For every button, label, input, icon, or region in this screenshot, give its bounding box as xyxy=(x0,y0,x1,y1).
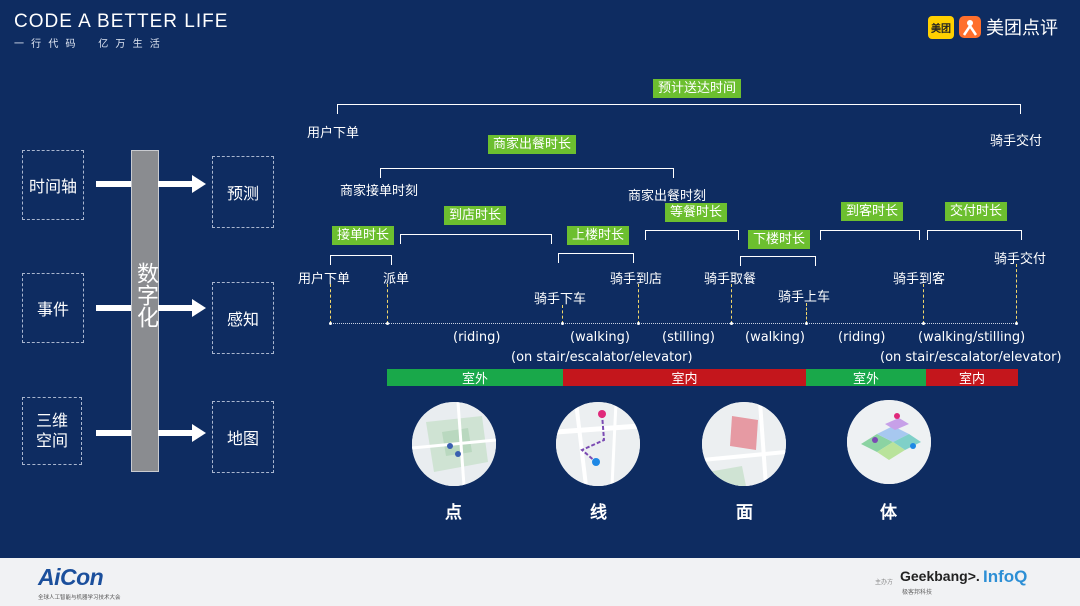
span-wait-meal: 等餐时长 xyxy=(665,203,728,222)
mode-walking-stilling: (walking/stilling) xyxy=(918,330,1026,345)
arrow-out-map xyxy=(158,424,206,442)
span-handover: 交付时长 xyxy=(945,202,1008,221)
output-box-perceive: 感知 xyxy=(212,282,274,354)
arrow-out-predict xyxy=(158,175,206,193)
map-label-volume: 体 xyxy=(880,503,897,523)
geekbang-sub: 极客邦科技 xyxy=(902,589,933,596)
bar-outdoor-2: 室外 xyxy=(806,369,926,387)
output-box-predict: 预测 xyxy=(212,156,274,228)
brace-wait-meal xyxy=(645,230,739,240)
axis-dot xyxy=(561,322,564,325)
brand-badge: 美团 xyxy=(928,15,954,39)
bar-indoor-2: 室内 xyxy=(926,369,1018,387)
event-rider-alight: 骑手下车 xyxy=(534,292,587,307)
axis-dot xyxy=(922,322,925,325)
map-point-icon xyxy=(412,402,496,486)
axis-dot xyxy=(329,322,332,325)
brace-to-customer xyxy=(820,230,920,240)
axis-dot xyxy=(1015,322,1018,325)
input-box-event: 事件 xyxy=(22,273,84,343)
brace-upstairs xyxy=(558,253,634,263)
bar-indoor-1: 室内 xyxy=(563,369,806,387)
axis-dot xyxy=(805,322,808,325)
mode-walking-1: (walking) xyxy=(570,330,630,345)
brand-logo: 美团 美团点评 xyxy=(928,14,1058,40)
tick-arrive-customer xyxy=(923,284,924,324)
event-user-order: 用户下单 xyxy=(298,272,351,287)
span-to-customer: 到客时长 xyxy=(841,202,904,221)
arrow-out-perceive xyxy=(158,299,206,317)
map-line-icon xyxy=(556,402,640,486)
arrow-in-3d xyxy=(96,424,146,442)
axis-dot xyxy=(730,322,733,325)
brace-handover xyxy=(927,230,1022,240)
tick-deliver xyxy=(1016,264,1017,324)
output-box-map: 地图 xyxy=(212,401,274,473)
geekbang-logo: Geekbang>. xyxy=(900,568,980,584)
sponsor-prefix: 主办方 xyxy=(875,579,894,586)
label-merchant-accept: 商家接单时刻 xyxy=(340,184,419,199)
event-dispatch: 派单 xyxy=(383,272,410,287)
tick-arrive-store xyxy=(638,284,639,324)
brace-merchant-prep xyxy=(380,168,674,178)
span-downstairs: 下楼时长 xyxy=(748,230,811,249)
timeline-axis xyxy=(330,323,1018,324)
label-rider-deliver-top: 骑手交付 xyxy=(990,134,1043,149)
span-merchant-prep: 商家出餐时长 xyxy=(488,135,577,154)
arrow-in-event xyxy=(96,299,146,317)
tick-dispatch xyxy=(387,284,388,324)
span-estimated-delivery: 预计送达时间 xyxy=(653,79,742,98)
axis-dot xyxy=(637,322,640,325)
brace-downstairs xyxy=(740,256,816,266)
axis-dot xyxy=(386,322,389,325)
map-volume-icon xyxy=(847,400,931,484)
brand-mascot-icon xyxy=(959,16,981,38)
tick-user-order xyxy=(330,284,331,324)
input-box-timeline: 时间轴 xyxy=(22,150,84,220)
label-merchant-ready: 商家出餐时刻 xyxy=(628,189,707,204)
map-label-area: 面 xyxy=(736,503,753,523)
tick-pickup xyxy=(731,284,732,324)
aicon-logo: AiCon xyxy=(38,564,104,590)
event-rider-deliver: 骑手交付 xyxy=(994,252,1047,267)
input-box-3d-space: 三维空间 xyxy=(22,397,82,465)
brand-name: 美团点评 xyxy=(986,18,1058,39)
label-user-order-top: 用户下单 xyxy=(307,126,360,141)
mode-riding-2: (riding) xyxy=(838,330,886,345)
mode-note-1: (on stair/escalator/elevator) xyxy=(511,350,693,365)
span-to-store: 到店时长 xyxy=(444,206,507,225)
aicon-tagline: 全球人工智能与机器学习技术大会 xyxy=(38,595,121,601)
event-rider-pickup: 骑手取餐 xyxy=(704,272,757,287)
mode-riding-1: (riding) xyxy=(453,330,501,345)
brace-estimated-delivery xyxy=(337,104,1021,114)
map-label-point: 点 xyxy=(445,503,462,523)
brace-to-store xyxy=(400,234,552,244)
footer: AiCon 全球人工智能与机器学习技术大会 主办方 Geekbang>. 极客邦… xyxy=(0,558,1080,606)
slide: CODE A BETTER LIFE 一 行 代 码 亿 万 生 活 美团 美团… xyxy=(0,0,1080,558)
map-area-icon xyxy=(702,402,786,486)
span-accept: 接单时长 xyxy=(332,226,395,245)
mode-note-2: (on stair/escalator/elevator) xyxy=(880,350,1062,365)
event-rider-arrive-customer: 骑手到客 xyxy=(893,272,946,287)
event-rider-board: 骑手上车 xyxy=(778,290,831,305)
bar-outdoor-1: 室外 xyxy=(387,369,563,387)
slide-header-title: CODE A BETTER LIFE xyxy=(14,11,229,32)
digitization-label: 数字化 xyxy=(133,262,158,328)
mode-stilling: (stilling) xyxy=(662,330,715,345)
tick-board xyxy=(806,303,807,324)
tick-rider-alight xyxy=(562,305,563,324)
map-label-line: 线 xyxy=(590,503,607,523)
mode-walking-2: (walking) xyxy=(745,330,805,345)
span-upstairs: 上楼时长 xyxy=(567,226,630,245)
digitization-bar xyxy=(131,150,159,472)
event-rider-arrive-store: 骑手到店 xyxy=(610,272,663,287)
brace-accept xyxy=(330,255,392,265)
arrow-in-timeline xyxy=(96,175,146,193)
slide-header-subtitle: 一 行 代 码 亿 万 生 活 xyxy=(14,39,162,50)
infoq-logo: InfoQ xyxy=(983,567,1028,586)
